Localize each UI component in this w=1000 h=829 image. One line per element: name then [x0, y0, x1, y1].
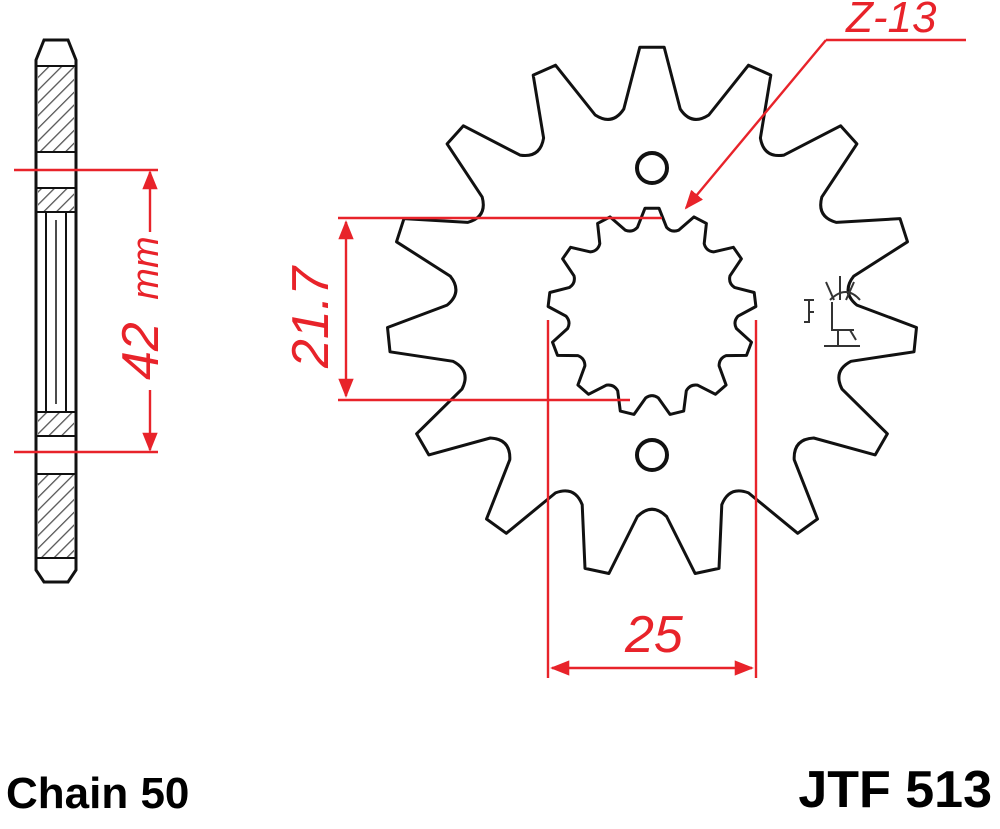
- spline-height-dimension: 21.7: [282, 216, 662, 402]
- side-hatch-top: [38, 66, 74, 152]
- width-label: 42: [112, 322, 170, 380]
- side-hatch-lower: [38, 412, 74, 436]
- spline-bore: [546, 206, 758, 416]
- spline-teeth-leader: Z-13: [684, 0, 966, 210]
- bolt-hole-top: [635, 151, 669, 185]
- side-hatch-upper: [38, 188, 74, 212]
- bolt-hole-bottom: [635, 438, 669, 472]
- part-number: JTF 513: [798, 761, 992, 819]
- side-view: [34, 38, 78, 584]
- width-dimension: 42 mm: [14, 168, 170, 454]
- spline-teeth-label: Z-13: [845, 0, 937, 42]
- bore-width-label: 25: [624, 606, 684, 664]
- side-hatch-bottom: [38, 474, 74, 558]
- front-view: [386, 45, 918, 575]
- spline-height-label: 21.7: [282, 265, 340, 369]
- bore-width-dimension: 25: [546, 320, 758, 678]
- chain-caption: Chain 50: [6, 769, 190, 818]
- width-unit: mm: [125, 236, 167, 299]
- rotation-direction-icon: [804, 276, 861, 347]
- svg-text:42 mm: 42 mm: [112, 236, 170, 380]
